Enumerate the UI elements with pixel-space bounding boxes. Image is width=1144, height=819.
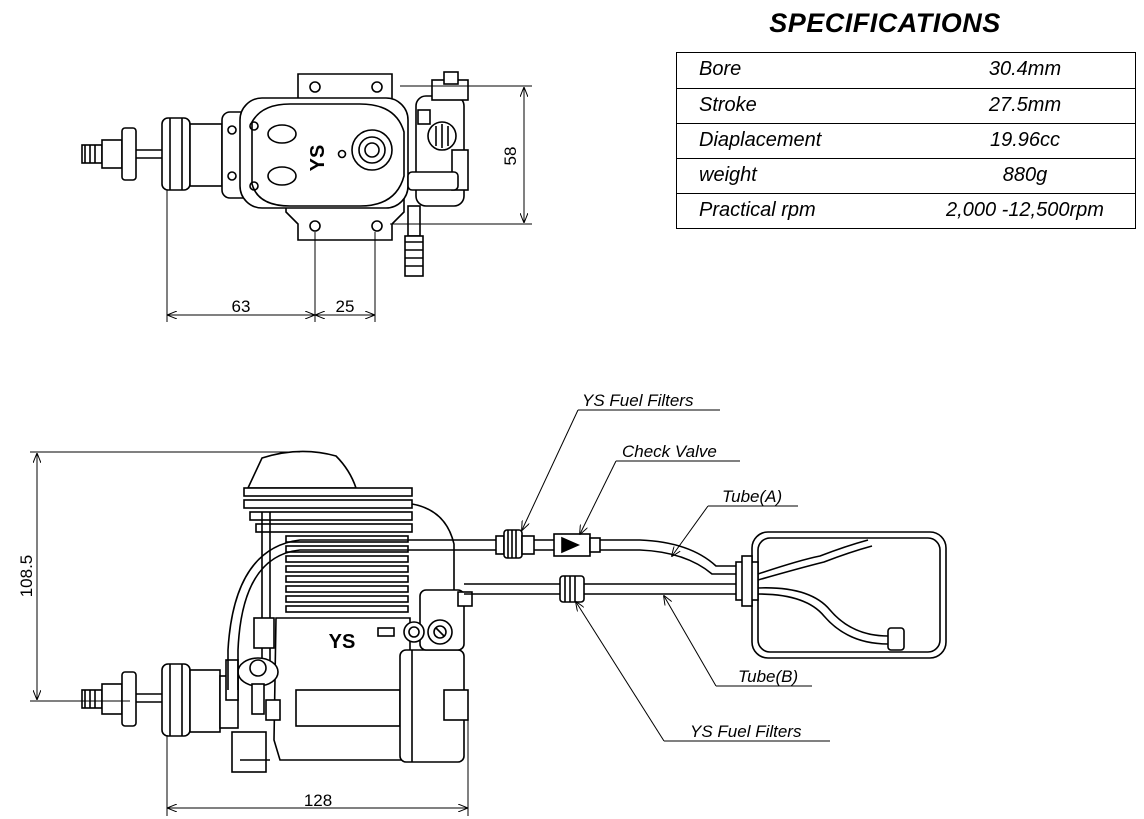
callout-tube-a: Tube(A) [722, 487, 782, 506]
specifications-table: Bore 30.4mm Stroke 27.5mm Diaplacement 1… [676, 52, 1136, 229]
side-logo: YS [329, 631, 356, 653]
side-fuel-line-a [227, 529, 736, 690]
front-prop-shaft [81, 117, 223, 191]
side-crankcase [231, 617, 469, 773]
side-leader-lines [522, 409, 830, 742]
front-dim-height: 58 [501, 147, 520, 166]
spec-row-weight: weight 880g [677, 158, 1135, 195]
front-crankcase [221, 97, 409, 209]
side-fuel-tank [735, 531, 947, 659]
spec-row-stroke: Stroke 27.5mm [677, 88, 1135, 125]
spec-value: 880g [1002, 164, 1048, 186]
side-cylinder-fins [261, 503, 455, 680]
specifications-title: SPECIFICATIONS [769, 8, 1001, 38]
side-fuel-line-b [464, 575, 736, 603]
spec-value: 19.96cc [989, 129, 1061, 151]
front-dim-left: 63 [232, 297, 251, 316]
front-dim-right: 25 [336, 297, 355, 316]
side-prop-shaft [81, 663, 239, 737]
front-dimensions [166, 85, 532, 322]
front-logo: YS [307, 145, 329, 172]
side-view [30, 409, 947, 816]
side-carburettor [225, 617, 281, 721]
spec-label: Practical rpm [699, 199, 816, 221]
side-fuel-pump [377, 589, 473, 651]
spec-label: Bore [699, 58, 742, 80]
side-dim-length: 128 [304, 791, 332, 810]
spec-value: 27.5mm [988, 94, 1062, 116]
front-view [81, 71, 532, 322]
front-carburettor [404, 71, 469, 277]
spec-row-bore: Bore 30.4mm [677, 53, 1135, 89]
callout-tube-b: Tube(B) [738, 667, 798, 686]
spec-value: 2,000 -12,500rpm [946, 199, 1104, 221]
callout-check-valve: Check Valve [622, 442, 717, 461]
spec-row-displacement: Diaplacement 19.96cc [677, 123, 1135, 160]
side-cylinder-head [243, 450, 413, 533]
spec-label: Stroke [699, 94, 757, 116]
side-dimensions [30, 451, 469, 816]
spec-label: Diaplacement [699, 129, 822, 151]
spec-value: 30.4mm [988, 58, 1062, 80]
callout-fuel-filters-top: YS Fuel Filters [582, 391, 694, 410]
spec-label: weight [699, 164, 757, 186]
callout-fuel-filters-bottom: YS Fuel Filters [690, 722, 802, 741]
side-dim-height: 108.5 [17, 555, 36, 598]
spec-row-practical-rpm: Practical rpm 2,000 -12,500rpm [677, 193, 1135, 230]
